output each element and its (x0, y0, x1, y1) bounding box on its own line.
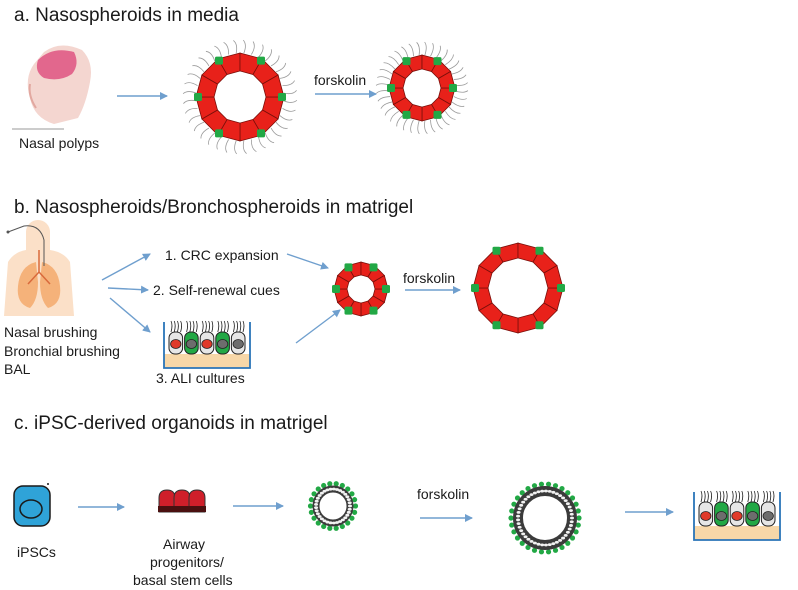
arrow-b-self-renewal (107, 285, 149, 294)
ipscs-label: iPSCs (17, 544, 56, 560)
panel-b-forskolin-label: forskolin (403, 270, 456, 286)
nasospheroid-large (182, 39, 298, 155)
progenitor-label-line2: progenitors/ (150, 554, 224, 570)
arrow-b-crc (101, 253, 151, 281)
panel-c-forskolin-label: forskolin (417, 486, 470, 502)
ali-culture-well (163, 320, 251, 369)
route-crc-expansion: 1. CRC expansion (165, 247, 279, 263)
nose-face-illustration (12, 45, 91, 130)
progenitor-label-line1: Airway (163, 536, 206, 552)
panel-b-title: b. Nasospheroids/Bronchospheroids in mat… (14, 197, 414, 218)
panel-c-title: c. iPSC-derived organoids in matrigel (14, 413, 328, 434)
arrow-b-crc-to-spheroid (286, 253, 329, 270)
nasal-polyps-label: Nasal polyps (19, 135, 100, 151)
ipsc-organoid-swollen (508, 481, 582, 555)
source-bronchial-brushing: Bronchial brushing (4, 343, 120, 359)
ali-culture-well-end (693, 490, 781, 541)
lungs-illustration (4, 220, 74, 316)
ipsc-organoid-small (307, 481, 359, 531)
nasospheroid-swollen (375, 41, 469, 135)
ipsc-cell-icon (13, 483, 51, 527)
spheroid-small (332, 261, 390, 317)
spheroid-swollen-large (471, 242, 565, 334)
arrow-b-ali (109, 297, 151, 333)
source-nasal-brushing: Nasal brushing (4, 324, 98, 340)
route-self-renewal: 2. Self-renewal cues (153, 282, 280, 298)
arrows (78, 90, 674, 522)
source-bal: BAL (4, 361, 31, 377)
progenitor-label-line3: basal stem cells (133, 572, 233, 588)
airway-progenitor-cells (158, 489, 206, 513)
panel-a-forskolin-label: forskolin (314, 72, 367, 88)
route-ali-cultures: 3. ALI cultures (156, 370, 245, 386)
panel-a-title: a. Nasospheroids in media (14, 5, 239, 26)
arrow-b-ali-to-spheroid (295, 309, 341, 344)
